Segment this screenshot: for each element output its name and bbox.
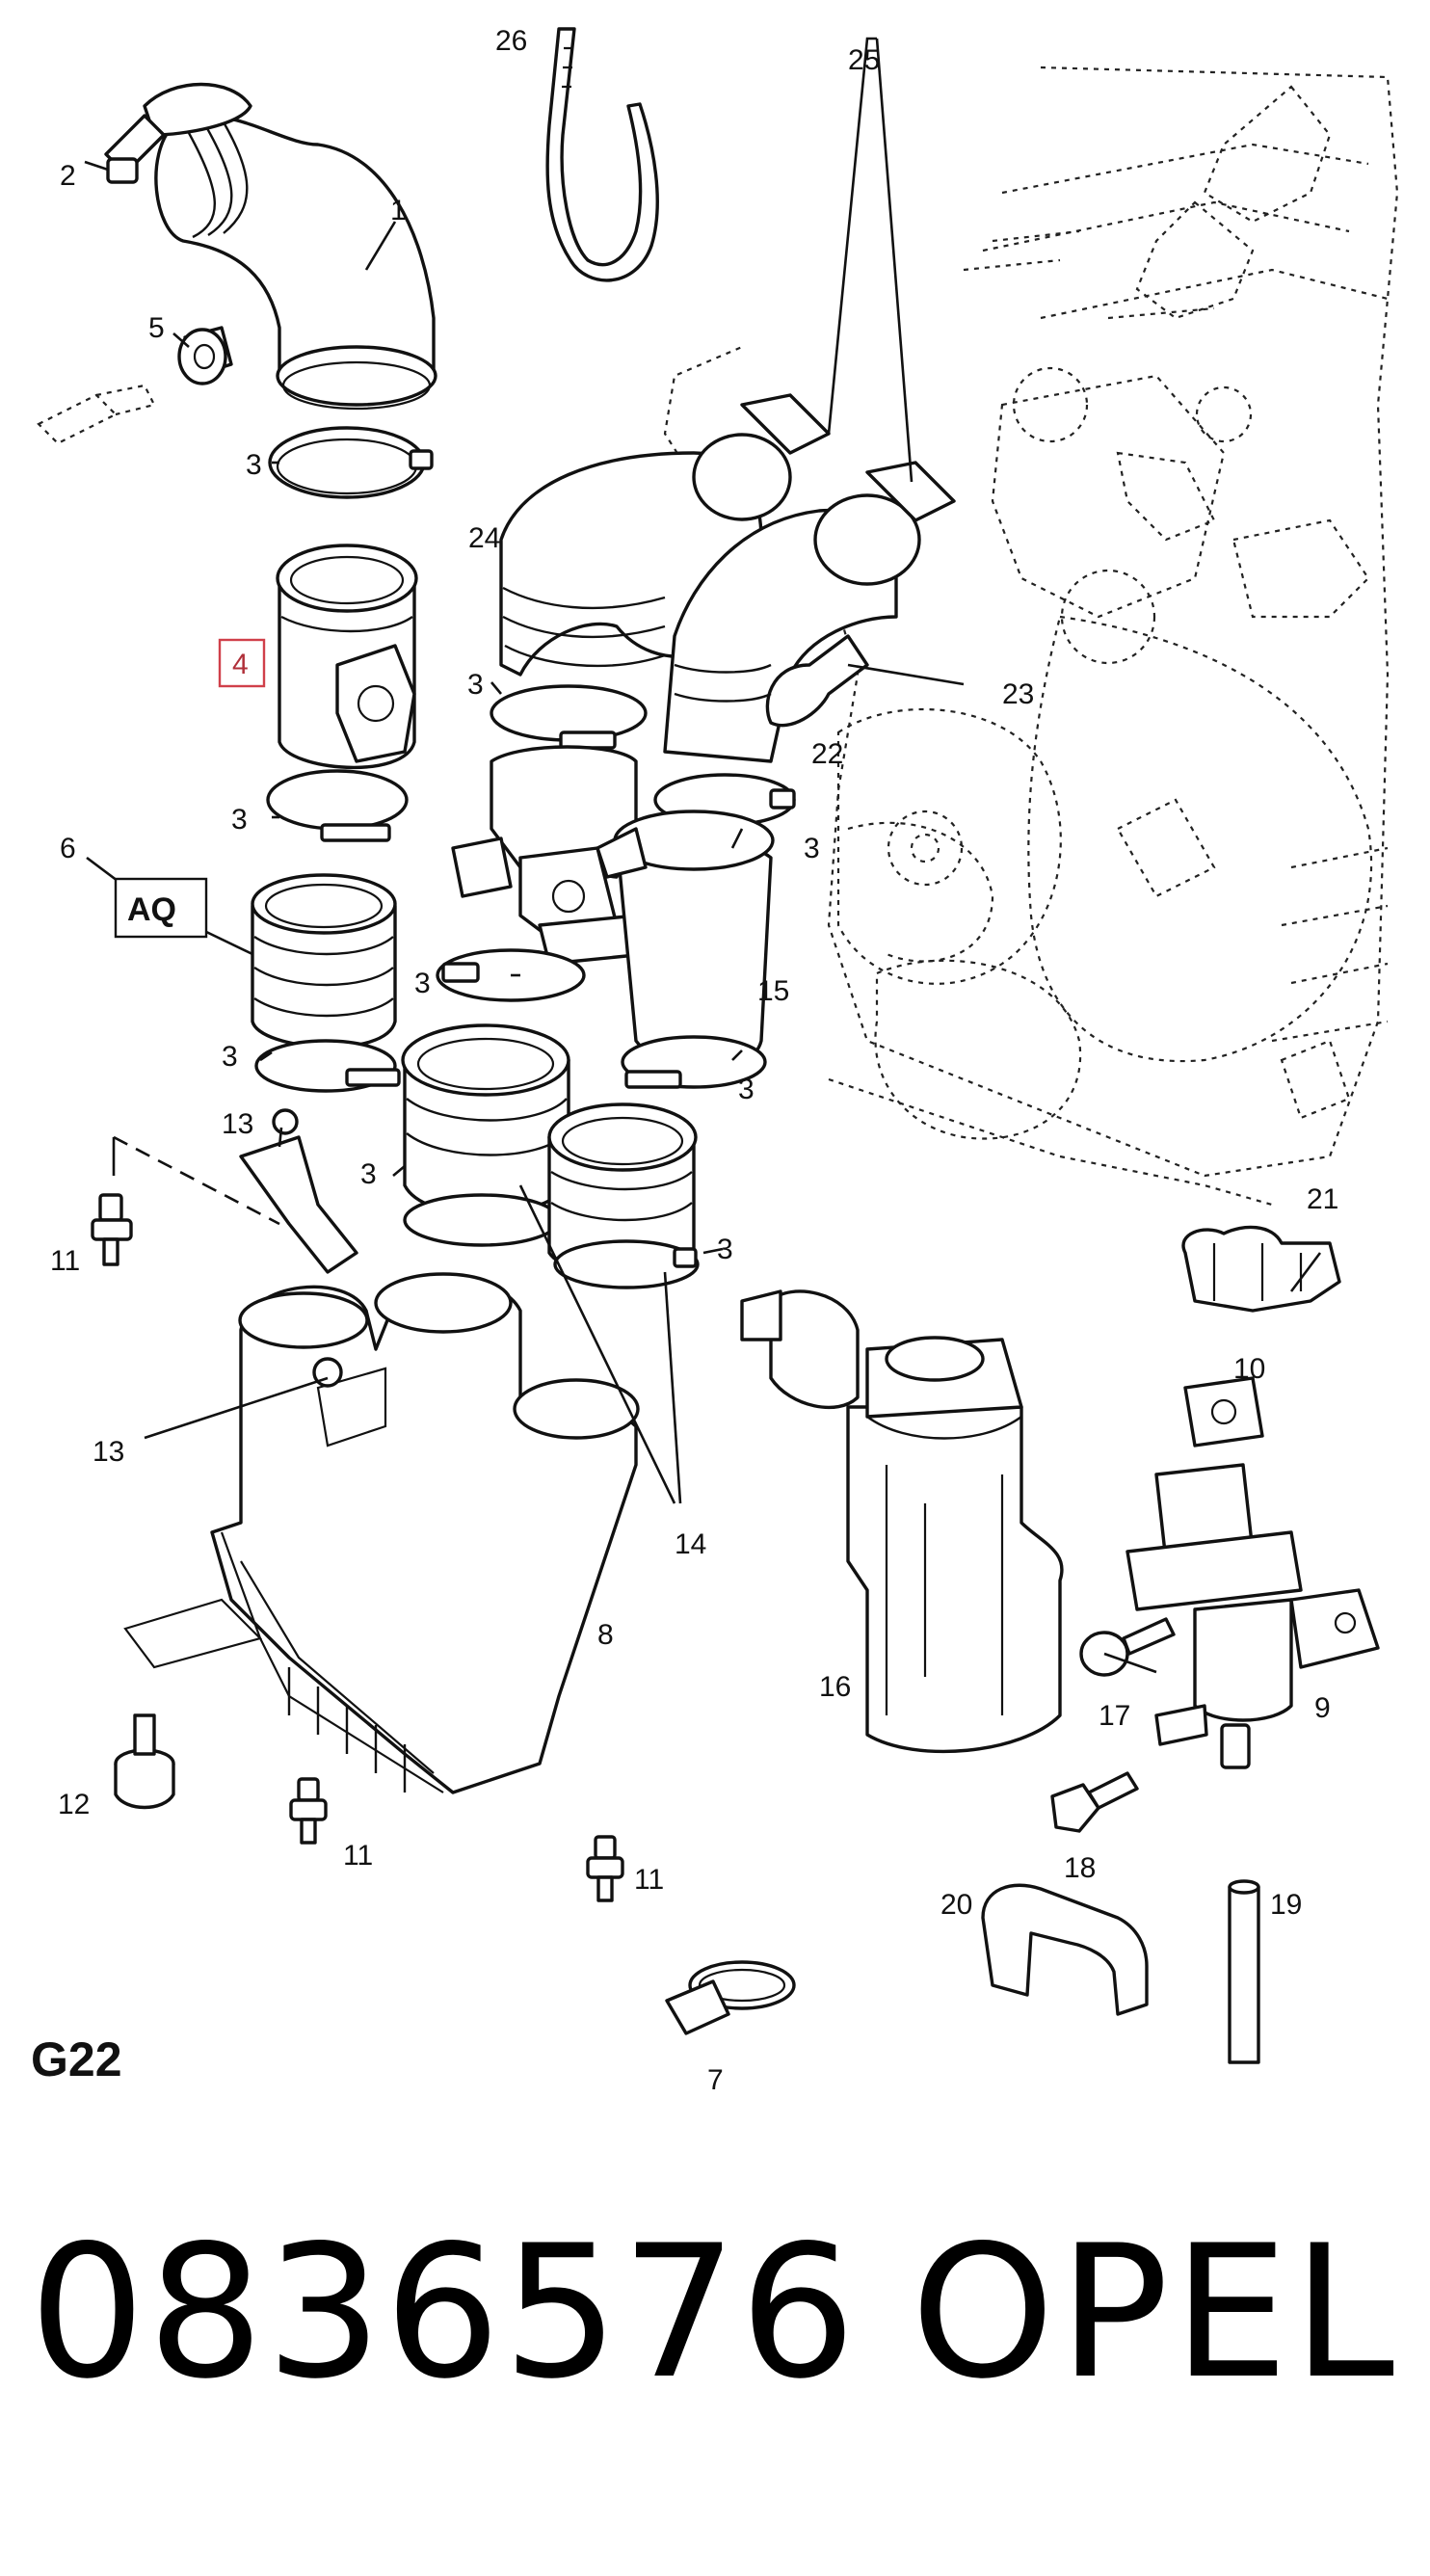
callout-19: 19 bbox=[1270, 1889, 1302, 1921]
part-11-stud-a bbox=[91, 1193, 133, 1266]
callout-3g: 3 bbox=[738, 1074, 755, 1105]
part-18-bolt bbox=[1050, 1771, 1139, 1833]
highlighted-callout-4: 4 bbox=[218, 638, 266, 688]
callout-22: 22 bbox=[811, 738, 843, 770]
part-3-hose-clamp-i bbox=[553, 1239, 700, 1289]
group-code-label: G22 bbox=[31, 2032, 122, 2086]
part-13-bracket bbox=[239, 1108, 358, 1388]
part-3-hose-clamp-a bbox=[268, 426, 434, 499]
part-25-hose-clamps bbox=[740, 393, 956, 522]
part-14-bellows-right bbox=[547, 1102, 698, 1277]
part-3-hose-clamp-h bbox=[403, 1193, 561, 1247]
part-5-grommet bbox=[177, 326, 233, 385]
callout-1: 1 bbox=[390, 195, 407, 226]
callout-21: 21 bbox=[1307, 1183, 1338, 1215]
callout-14: 14 bbox=[675, 1528, 706, 1560]
callout-9: 9 bbox=[1314, 1692, 1331, 1724]
highlighted-callout-4-text: 4 bbox=[232, 649, 249, 680]
temperature-sensor-outline bbox=[37, 384, 156, 445]
callout-11a: 11 bbox=[50, 1245, 80, 1277]
part-20-formed-hose bbox=[981, 1883, 1149, 2016]
callout-2: 2 bbox=[60, 160, 76, 192]
part-1-intake-elbow bbox=[143, 82, 437, 411]
callout-7: 7 bbox=[707, 2064, 724, 2096]
callout-18: 18 bbox=[1064, 1852, 1096, 1884]
part-11-stud-b bbox=[289, 1777, 328, 1845]
part-9-solenoid-valve bbox=[1125, 1463, 1380, 1769]
callout-12: 12 bbox=[58, 1789, 90, 1820]
callout-20: 20 bbox=[940, 1889, 972, 1921]
part-2-hose-clamp bbox=[104, 114, 166, 184]
part-12-rubber-mount bbox=[114, 1713, 175, 1810]
part-3-hose-clamp-c bbox=[254, 1039, 401, 1093]
callout-8: 8 bbox=[597, 1619, 614, 1651]
brand-text: OPEL bbox=[911, 2206, 1399, 2419]
callout-3d: 3 bbox=[467, 669, 484, 701]
part-6-bellows bbox=[251, 873, 397, 1049]
callout-10: 10 bbox=[1233, 1353, 1265, 1385]
callout-11c: 11 bbox=[634, 1864, 664, 1896]
callout-6: 6 bbox=[60, 833, 76, 864]
part-17-screw bbox=[1079, 1617, 1176, 1677]
callout-23: 23 bbox=[1002, 678, 1034, 710]
part-26-cable-tie bbox=[545, 27, 659, 282]
callout-13b: 13 bbox=[93, 1436, 124, 1468]
leader-lines bbox=[84, 37, 1322, 1674]
part-19-straight-hose bbox=[1228, 1879, 1260, 2064]
callout-13a: 13 bbox=[222, 1108, 253, 1140]
part-11-stud-c bbox=[586, 1835, 624, 1902]
callout-15: 15 bbox=[757, 975, 789, 1007]
callout-3f: 3 bbox=[804, 833, 820, 864]
part-10-speed-nut bbox=[1183, 1376, 1264, 1447]
callout-3i: 3 bbox=[717, 1234, 733, 1265]
part-15-pipe bbox=[596, 810, 775, 1072]
part-21-clip bbox=[1181, 1225, 1341, 1313]
parts-diagram: 1 2 3 3 3 3 3 3 3 3 3 5 6 7 8 9 10 11 11… bbox=[37, 25, 1399, 2096]
part-7-hose-clamp bbox=[665, 1960, 796, 2035]
callout-3h: 3 bbox=[360, 1158, 377, 1190]
callout-24: 24 bbox=[468, 522, 500, 554]
part-23-elbow-pipe bbox=[663, 493, 921, 763]
part-16-egr-valve bbox=[740, 1289, 1064, 1754]
callout-26: 26 bbox=[495, 25, 527, 57]
aq-label: AQ bbox=[114, 877, 208, 939]
callout-3e: 3 bbox=[414, 968, 431, 999]
callout-16: 16 bbox=[819, 1671, 851, 1703]
callout-3b: 3 bbox=[231, 804, 248, 836]
throttle-body-left bbox=[451, 745, 648, 966]
part-3-hose-clamp-b bbox=[266, 769, 409, 842]
part-4-air-mass-sensor bbox=[276, 544, 418, 769]
part-8-intake-plenum bbox=[123, 1272, 640, 1794]
part-14-bellows-left bbox=[401, 1023, 570, 1216]
assembly-dashed-line bbox=[113, 1135, 280, 1226]
callout-17: 17 bbox=[1099, 1700, 1130, 1732]
callout-25: 25 bbox=[848, 44, 880, 76]
callout-3a: 3 bbox=[246, 449, 262, 481]
callout-11b: 11 bbox=[343, 1840, 373, 1872]
part-number-text: 0836576 bbox=[29, 2206, 859, 2419]
aq-label-text: AQ bbox=[127, 891, 176, 928]
part-3-hose-clamp-d bbox=[490, 684, 648, 750]
callout-5: 5 bbox=[148, 312, 165, 344]
callout-3c: 3 bbox=[222, 1041, 238, 1073]
part-3-hose-clamp-g bbox=[621, 1035, 767, 1089]
